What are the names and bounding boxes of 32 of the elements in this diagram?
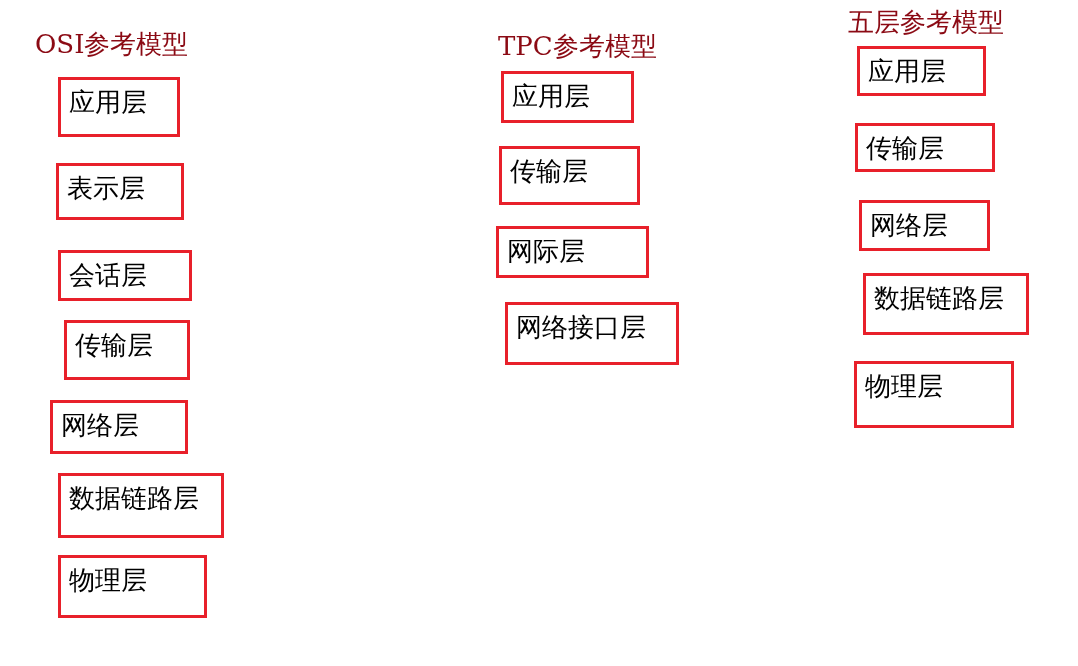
layer-box xyxy=(499,146,640,205)
layer-box xyxy=(50,400,188,454)
layer-box xyxy=(58,77,180,137)
layer-name: 网际层 xyxy=(507,237,585,266)
layer-box xyxy=(64,320,190,380)
layer-box xyxy=(855,123,995,172)
layer-name: 数据链路层 xyxy=(874,284,1004,313)
layer-box xyxy=(58,555,207,618)
layer-name: 传输层 xyxy=(75,331,153,360)
layer-name: 会话层 xyxy=(69,261,147,290)
layer-name: 网络接口层 xyxy=(516,313,646,342)
layer-name: 物理层 xyxy=(69,566,147,595)
layer-name: 网络层 xyxy=(870,211,948,240)
layer-name: 应用层 xyxy=(69,88,147,117)
layer-name: 应用层 xyxy=(868,57,946,86)
layer-box xyxy=(496,226,649,278)
layer-box xyxy=(854,361,1014,428)
layer-box xyxy=(863,273,1029,335)
layer-box xyxy=(505,302,679,365)
layer-name: 传输层 xyxy=(866,134,944,163)
layer-name: 应用层 xyxy=(512,82,590,111)
layer-box xyxy=(58,473,224,538)
layer-name: 表示层 xyxy=(67,174,145,203)
layer-box xyxy=(857,46,986,96)
layer-box xyxy=(501,71,634,123)
layer-box xyxy=(859,200,990,251)
layer-name: 网络层 xyxy=(61,411,139,440)
layer-name: 传输层 xyxy=(510,157,588,186)
layer-box xyxy=(56,163,184,220)
layer-name: 数据链路层 xyxy=(69,484,199,513)
layer-name: 物理层 xyxy=(865,372,943,401)
layer-box xyxy=(58,250,192,301)
